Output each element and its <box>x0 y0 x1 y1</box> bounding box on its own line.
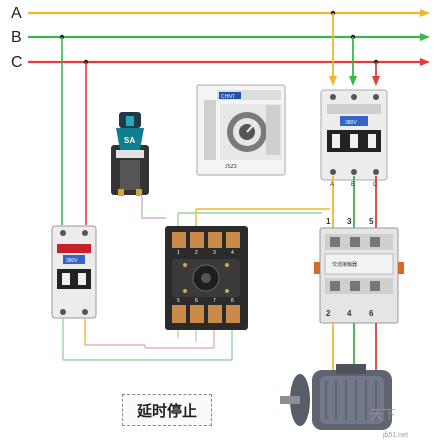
socket-pin-1: 1 <box>177 250 180 256</box>
socket-top-terminals: 1 2 3 4 <box>172 232 240 256</box>
socket-bottom-terminals: 5 6 7 8 <box>172 298 240 323</box>
timer-relay[interactable]: CHNT JSZ3 <box>196 84 286 176</box>
contactor-bottom-terminal-2: 2 <box>326 309 331 318</box>
motor-shaft <box>280 396 300 404</box>
control-wires <box>141 196 330 360</box>
phase-mark-b: B <box>351 182 355 188</box>
breaker-to-contactor-wires: A B C <box>330 176 378 228</box>
right-breaker-rating: 380V <box>345 120 357 126</box>
phase-a-arrow <box>420 9 430 17</box>
phase-b-label: B <box>11 29 22 46</box>
motor <box>280 364 392 430</box>
socket-pin-4: 4 <box>231 250 234 256</box>
socket-pin-3: 3 <box>213 250 216 256</box>
right-breaker[interactable]: 380V <box>320 89 388 181</box>
contactor-top-terminal-5: 5 <box>369 217 374 226</box>
left-breaker-rating: 380V <box>66 258 78 264</box>
contactor-body <box>319 227 399 324</box>
timer-brand: CHNT <box>221 94 235 100</box>
left-breaker-logo-strip <box>57 244 91 253</box>
contactor-top-terminal-1: 1 <box>326 217 331 226</box>
watermark-url: jb51.net <box>383 432 408 439</box>
contactor-top-terminal-3: 3 <box>347 217 352 226</box>
contactor-bottom-terminal-6: 6 <box>369 309 374 318</box>
relay-socket: 1 2 3 4 5 6 7 8 <box>165 226 248 330</box>
socket-pin-6: 6 <box>195 298 198 304</box>
socket-pin-7: 7 <box>213 298 216 304</box>
selector-switch-knob[interactable] <box>116 128 144 150</box>
socket-pin-2: 2 <box>195 250 198 256</box>
phase-mark-c: C <box>373 182 378 188</box>
socket-pin-8: 8 <box>231 298 234 304</box>
timer-model: JSZ3 <box>225 164 237 170</box>
phase-c-arrow <box>420 58 430 66</box>
left-breaker-rating-plate <box>63 255 85 264</box>
left-breaker[interactable]: 380V <box>51 225 97 319</box>
contactor: 1 3 5 交流接触器 2 4 6 <box>314 217 404 324</box>
right-breaker-rating-plate <box>340 116 368 126</box>
left-breaker-output-wires <box>62 318 232 361</box>
phase-a-label: A <box>11 5 22 22</box>
socket-pin-5: 5 <box>177 298 180 304</box>
selector-switch[interactable]: SA <box>111 112 149 196</box>
feed-wires <box>61 13 380 225</box>
phase-buses: A B C <box>11 5 430 71</box>
contactor-bottom-terminal-4: 4 <box>347 309 352 318</box>
selector-switch-label: SA <box>124 136 135 145</box>
contactor-label: 交流接触器 <box>332 261 357 268</box>
phase-mark-a: A <box>330 182 334 188</box>
watermark: 天下 <box>370 408 397 423</box>
caption-box: 延时停止 <box>122 394 212 426</box>
motor-feed-wires <box>332 323 377 372</box>
phase-c-label: C <box>11 54 23 71</box>
phase-b-arrow <box>420 33 430 41</box>
